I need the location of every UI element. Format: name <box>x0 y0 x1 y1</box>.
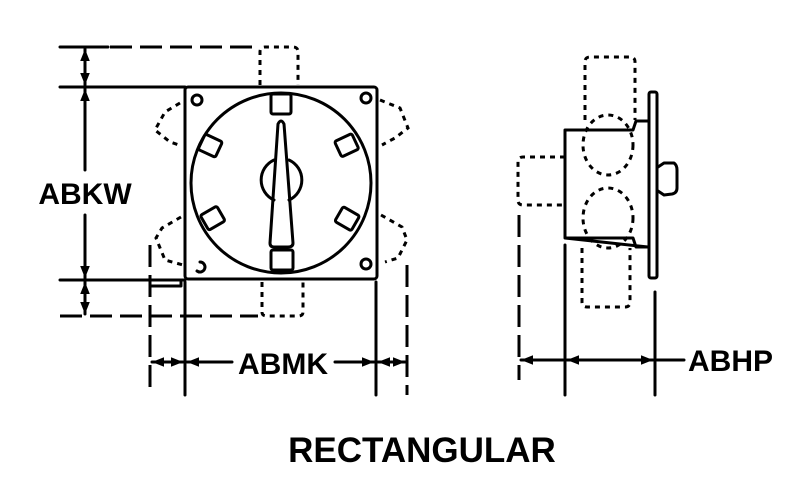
knob <box>656 161 679 197</box>
alt-position-bottom <box>580 248 632 309</box>
front-view <box>153 45 410 318</box>
alt-position-top <box>583 55 637 120</box>
alt-position-lower-right <box>380 213 409 264</box>
alt-position-lower-left <box>154 215 184 267</box>
mounting-hole <box>195 260 207 274</box>
diagram-caption: RECTANGULAR <box>288 431 556 470</box>
alt-position-circle <box>581 186 635 250</box>
depth-dimension: ABHP <box>517 215 773 397</box>
width-label: ABMK <box>238 348 328 381</box>
height-dimension: ABKW <box>38 45 258 318</box>
hub <box>259 158 304 202</box>
alt-position-left <box>516 155 565 207</box>
position-tab <box>333 205 361 232</box>
position-tab <box>197 133 224 159</box>
alt-position-upper-right <box>379 98 410 147</box>
depth-label: ABHP <box>688 345 773 378</box>
position-tab <box>199 205 226 232</box>
width-dimension: ABMK <box>148 245 409 397</box>
side-view <box>516 55 679 309</box>
panel-plate <box>647 90 659 280</box>
switch-body <box>563 119 650 249</box>
alt-position-circle <box>581 113 635 177</box>
position-tab <box>269 248 295 272</box>
mounting-hole <box>359 91 373 105</box>
mounting-plate <box>183 85 379 281</box>
position-tab <box>333 132 360 158</box>
alt-position-top <box>258 45 300 85</box>
position-tab <box>269 92 293 116</box>
mounting-hole <box>359 257 373 271</box>
pointer-handle <box>268 119 295 249</box>
mounting-hole <box>190 93 204 107</box>
height-label: ABKW <box>38 178 132 211</box>
alt-position-bottom <box>260 282 305 318</box>
alt-position-upper-left <box>153 101 183 148</box>
